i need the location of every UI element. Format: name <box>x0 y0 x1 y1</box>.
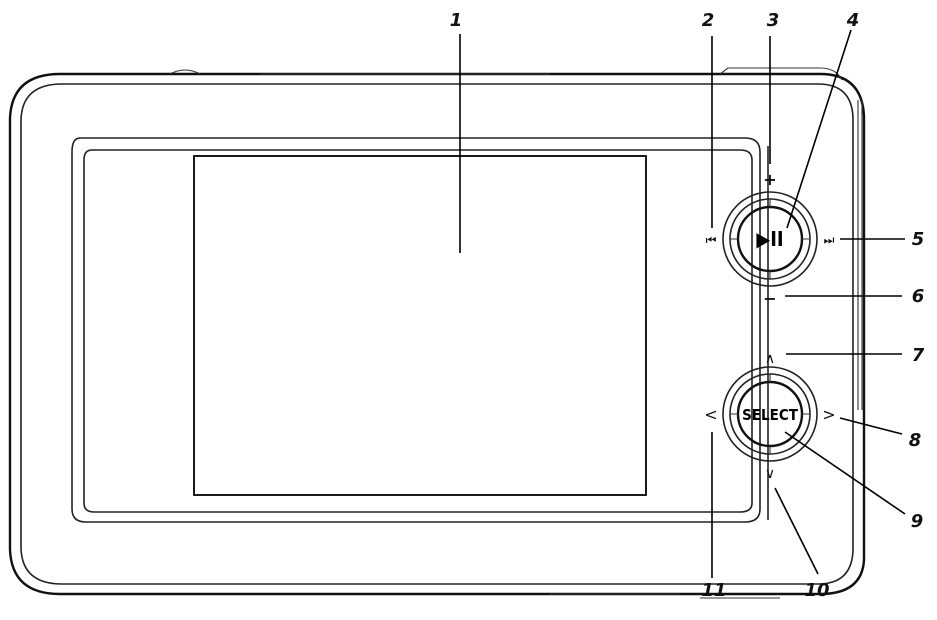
bezel-outer <box>71 137 761 523</box>
callout-8: 8 <box>909 430 922 451</box>
callout-10: 10 <box>804 580 829 601</box>
screen-bezel <box>71 137 761 523</box>
callout-5: 5 <box>912 229 925 250</box>
callout-lines <box>459 29 906 578</box>
callout-numbers: 1 2 3 4 5 6 7 8 9 10 11 <box>450 10 925 601</box>
playback-control-ring[interactable]: ▶II <box>722 191 818 287</box>
navigation-ring-ticks <box>730 374 810 454</box>
callout-3: 3 <box>767 10 780 31</box>
playback-ring-ticks <box>730 199 810 279</box>
callout-7: 7 <box>912 345 925 366</box>
callout-line-8 <box>839 417 903 435</box>
housing-outer-edge <box>8 72 866 596</box>
navigation-control-ring[interactable]: SELECT <box>722 366 818 462</box>
nav-right-icon[interactable]: > <box>822 405 835 424</box>
bezel-inner <box>83 149 753 513</box>
callout-9: 9 <box>911 511 924 532</box>
play-pause-label: ▶II <box>756 227 783 251</box>
callout-line-4 <box>786 29 852 229</box>
housing-top-detail <box>169 67 843 81</box>
volume-down-icon[interactable]: − <box>763 289 776 308</box>
volume-up-icon[interactable]: + <box>763 170 776 189</box>
device-housing <box>8 67 866 599</box>
playback-ring-outer <box>722 191 818 287</box>
callout-4: 4 <box>846 10 860 31</box>
display-screen <box>193 155 647 496</box>
callout-11: 11 <box>701 580 726 601</box>
previous-track-icon[interactable]: ⏮ <box>706 233 717 247</box>
callout-6: 6 <box>912 286 925 307</box>
callout-2: 2 <box>702 10 715 31</box>
housing-right-side <box>857 100 863 410</box>
navigation-ring-outer <box>722 366 818 462</box>
housing-inner-edge <box>20 83 854 585</box>
select-label: SELECT <box>742 406 799 424</box>
callout-line-9 <box>784 431 906 515</box>
nav-up-icon[interactable]: ∧ <box>765 351 775 367</box>
nav-down-icon[interactable]: ∨ <box>765 466 775 482</box>
callout-line-10 <box>774 487 819 575</box>
next-track-icon[interactable]: ⏭ <box>824 233 835 247</box>
callout-1: 1 <box>450 10 463 31</box>
housing-bottom-detail <box>550 593 780 599</box>
nav-left-icon[interactable]: < <box>704 405 717 424</box>
